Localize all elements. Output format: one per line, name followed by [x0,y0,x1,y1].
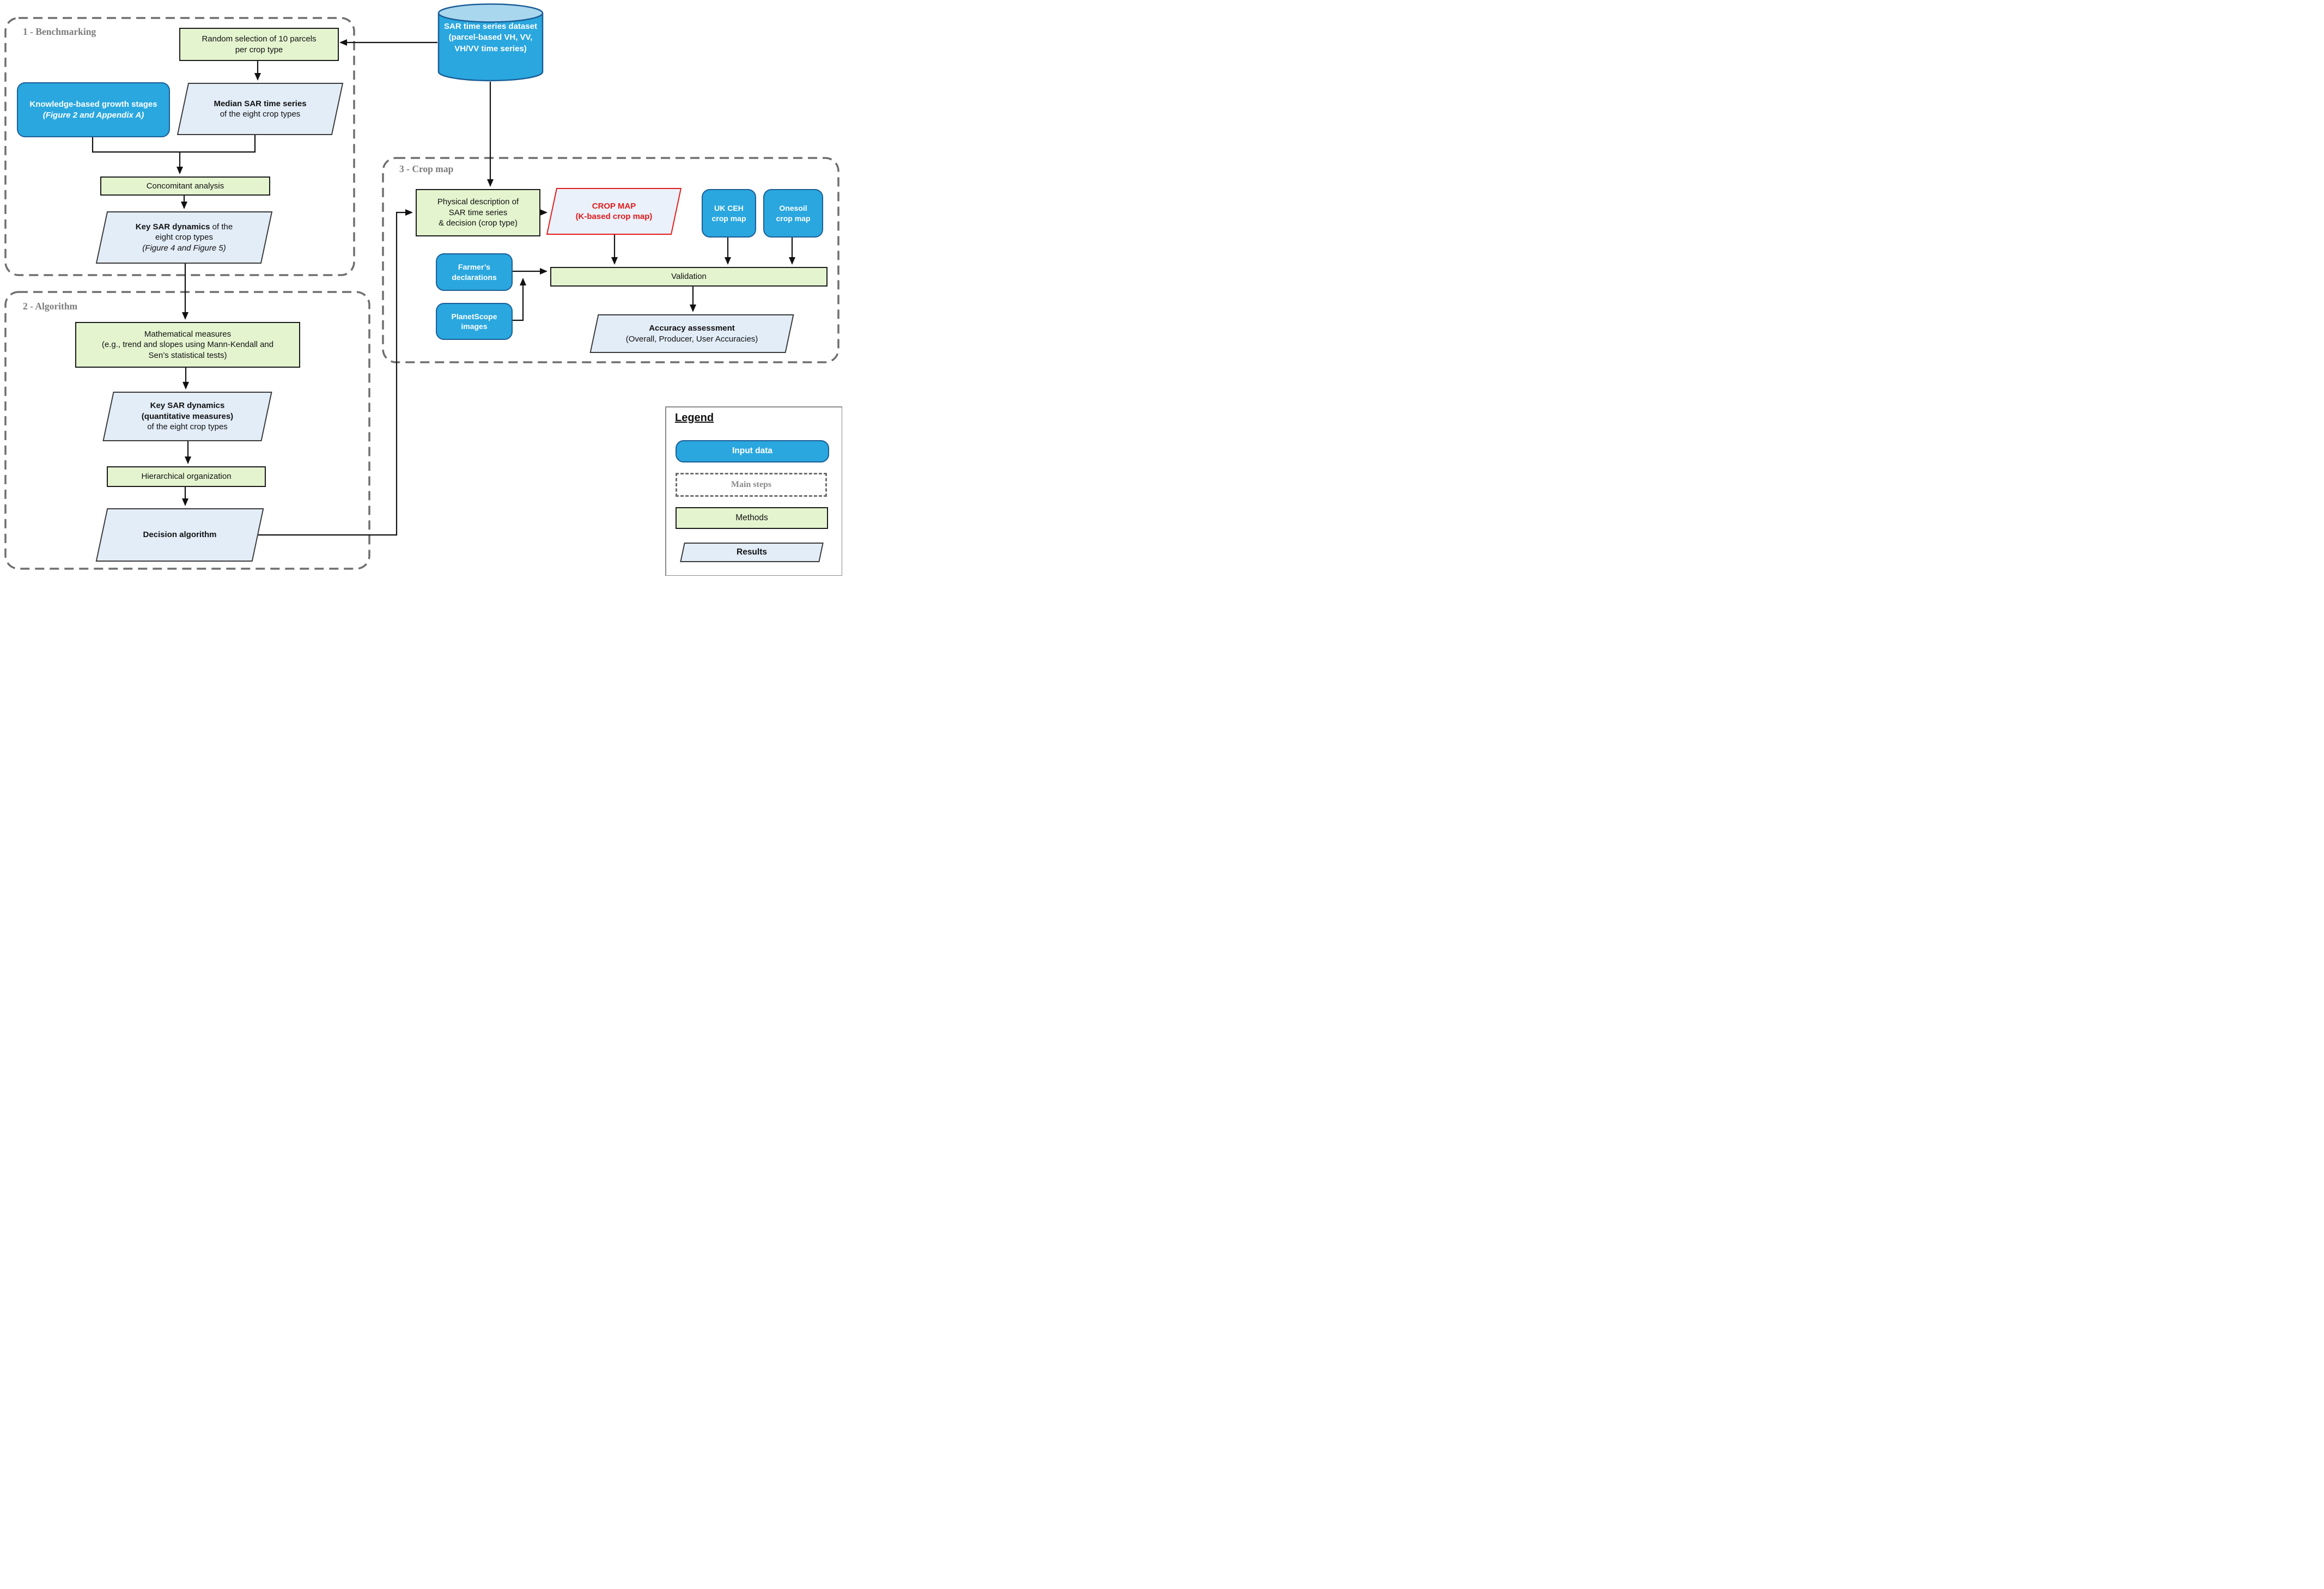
planetscope-line2: images [461,322,488,331]
legend-input-data: Input data [676,440,829,462]
median-sar-parallelogram: Median SAR time series of the eight crop… [182,83,338,135]
hierarchical-label: Hierarchical organization [141,472,232,482]
hierarchical-organization-box: Hierarchical organization [107,466,266,487]
legend-main-steps-label: Main steps [731,480,772,489]
legend-results-label: Results [737,547,767,557]
section-cropmap-label: 3 - Crop map [399,163,454,174]
physical-line3: & decision (crop type) [438,218,518,228]
validation-box: Validation [550,267,828,287]
uk-ceh-line1: UK CEH [714,204,744,213]
sar-dataset-line1: SAR time series dataset [444,22,537,31]
key-sar-1-line2: eight crop types [155,233,213,242]
legend-methods-label: Methods [735,513,768,522]
legend-title: Legend [675,412,714,424]
uk-ceh-line2: crop map [711,214,746,223]
farmers-declarations-box: Farmer’s declarations [436,253,513,291]
key-sar-2-line1: Key SAR dynamics [150,401,225,411]
math-line1: Mathematical measures [144,329,232,339]
key-sar-dynamics-parallelogram: Key SAR dynamics of the eight crop types… [101,211,267,264]
sar-dataset-line2: (parcel-based VH, VV, [448,33,533,42]
sar-dataset-cylinder: SAR time series dataset (parcel-based VH… [437,3,544,82]
line-knowledge-median-join [92,135,256,153]
physical-description-box: Physical description of SAR time series … [416,189,540,236]
mathematical-measures-box: Mathematical measures (e.g., trend and s… [75,322,300,368]
validation-label: Validation [671,272,707,282]
random-selection-box: Random selection of 10 parcels per crop … [179,28,339,61]
crop-map-parallelogram: CROP MAP (K-based crop map) [551,188,677,235]
knowledge-line2: (Figure 2 and Appendix A) [42,110,144,120]
section-benchmarking-label: 1 - Benchmarking [23,26,96,37]
section-benchmarking-border [4,17,355,276]
random-selection-line1: Random selection of 10 parcels [202,34,317,44]
sar-dataset-text: SAR time series dataset (parcel-based VH… [437,21,544,54]
arrow-decision-to-physical [251,209,413,536]
sar-dataset-line3: VH/VV time series) [454,44,527,53]
knowledge-growth-stages-box: Knowledge-based growth stages (Figure 2 … [17,82,170,137]
section-cropmap-border [382,157,839,363]
crop-map-line2: (K-based crop map) [575,212,653,221]
median-line1: Median SAR time series [214,99,307,108]
legend-input-data-label: Input data [732,446,773,456]
planetscope-images-box: PlanetScope images [436,303,513,340]
onesoil-line1: Onesoil [779,204,807,213]
knowledge-line1: Knowledge-based growth stages [29,100,157,109]
section-algorithm-label: 2 - Algorithm [23,301,78,312]
database-cylinder-icon [437,3,544,82]
planetscope-line1: PlanetScope [451,312,497,321]
farmers-line2: declarations [452,272,497,282]
section-algorithm-border [4,291,370,570]
arrow-planetscope-join [510,278,526,321]
physical-line2: SAR time series [448,208,508,217]
legend-methods: Methods [676,507,828,529]
decision-label: Decision algorithm [143,530,217,540]
accuracy-line1: Accuracy assessment [649,324,735,333]
onesoil-crop-map-box: Onesoil crop map [763,189,823,238]
key-sar-quantitative-parallelogram: Key SAR dynamics (quantitative measures)… [108,392,267,441]
concomitant-analysis-box: Concomitant analysis [100,176,270,196]
uk-ceh-crop-map-box: UK CEH crop map [702,189,756,238]
accuracy-assessment-parallelogram: Accuracy assessment (Overall, Producer, … [594,314,790,353]
flowchart-canvas: 1 - Benchmarking 2 - Algorithm 3 - Crop … [0,0,842,576]
crop-map-line1: CROP MAP [592,201,636,211]
median-line2: of the eight crop types [220,109,301,119]
legend-results: Results [682,543,822,562]
connector-lines [4,17,839,570]
accuracy-line2: (Overall, Producer, User Accuracies) [625,334,758,344]
concomitant-label: Concomitant analysis [146,181,224,191]
decision-algorithm-parallelogram: Decision algorithm [101,508,258,562]
key-sar-2-line2: (quantitative measures) [141,411,234,421]
legend-main-steps: Main steps [676,473,827,497]
farmers-line1: Farmer’s [458,263,491,272]
math-line3: Sen’s statistical tests) [148,350,227,360]
key-sar-1-bold: Key SAR dynamics [135,222,210,232]
random-selection-line2: per crop type [235,45,283,54]
key-sar-1-line3: (Figure 4 and Figure 5) [142,243,226,253]
key-sar-2-line3: of the eight crop types [147,422,228,432]
key-sar-1-rest: of the [210,222,233,232]
math-line2: (e.g., trend and slopes using Mann-Kenda… [101,340,274,350]
onesoil-line2: crop map [776,214,811,223]
key-sar-1-line1: Key SAR dynamics of the [136,222,233,233]
physical-line1: Physical description of [437,197,519,207]
